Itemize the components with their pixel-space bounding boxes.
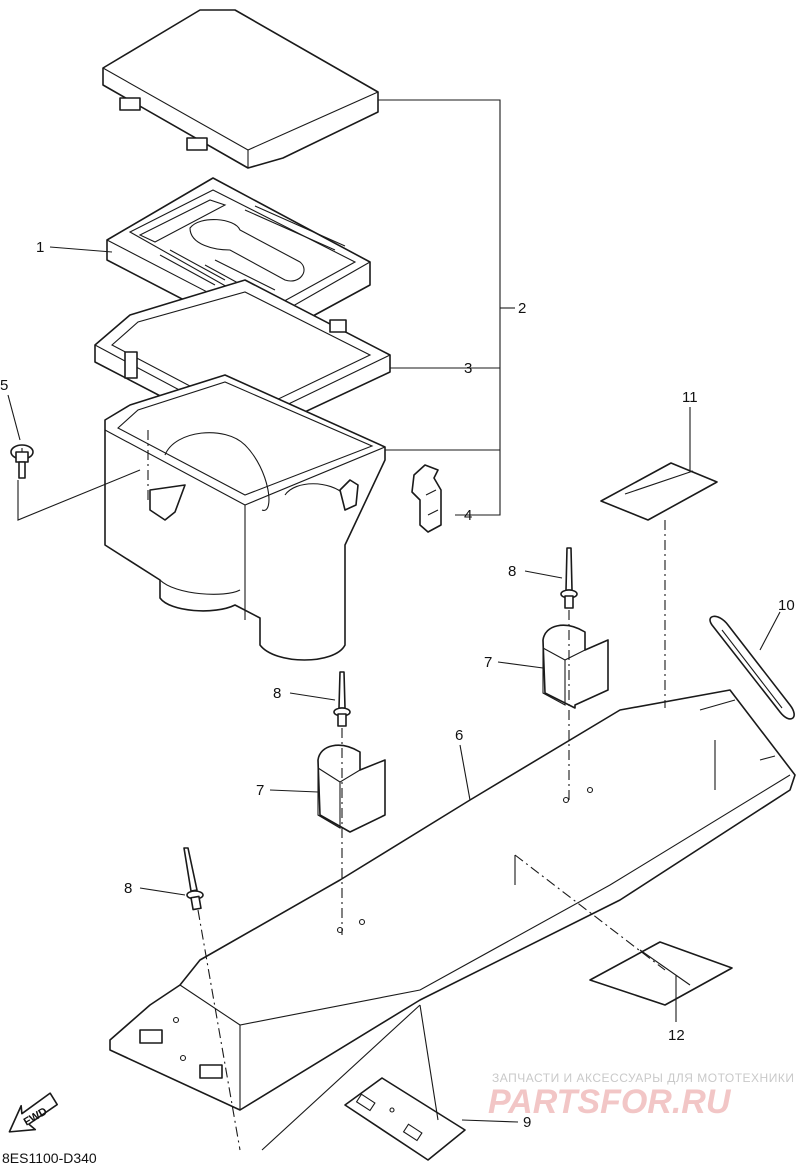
fwd-arrow-icon: FWD [8, 1092, 58, 1133]
screw [10, 444, 34, 479]
callout-8-rear: 8 [508, 563, 516, 580]
tool-case [104, 374, 386, 661]
centerlines [147, 430, 666, 1151]
bracket-rear [542, 624, 609, 709]
callout-2: 2 [518, 300, 526, 317]
tray-plate [109, 689, 796, 1111]
callout-1: 1 [36, 239, 44, 256]
leader-lines [7, 99, 781, 1151]
small-plate [344, 1077, 466, 1161]
callout-7-front: 7 [256, 782, 264, 799]
rivet-front [333, 671, 351, 727]
callout-9: 9 [523, 1114, 531, 1131]
callout-5: 5 [0, 377, 8, 394]
label-sticker-11 [600, 462, 718, 521]
watermark-tagline: ЗАПЧАСТИ И АКСЕССУАРЫ ДЛЯ МОТОТЕХНИКИ [492, 1071, 794, 1085]
callout-11: 11 [682, 389, 698, 406]
callout-4: 4 [464, 507, 472, 524]
case-lid [102, 9, 379, 169]
label-sticker-12 [589, 941, 733, 1006]
drawing-code: 8ES1100-D340 [2, 1150, 97, 1166]
rivet-rear [560, 547, 578, 609]
callout-8-left: 8 [124, 880, 132, 897]
callout-10: 10 [778, 597, 795, 614]
rubber-band [709, 615, 795, 720]
callouts: 1 2 3 4 5 6 7 7 8 8 8 9 10 11 12 [0, 239, 795, 1131]
callout-7-rear: 7 [484, 654, 492, 671]
callout-8-front: 8 [273, 685, 281, 702]
callout-6: 6 [455, 727, 463, 744]
callout-12: 12 [668, 1027, 685, 1044]
clip [411, 464, 442, 533]
bracket-front [317, 744, 386, 833]
rivet-left [183, 847, 204, 911]
fwd-label: FWD [22, 1105, 50, 1128]
tool-tray [106, 177, 371, 343]
watermark-logo: PARTSFOR.RU [488, 1083, 732, 1121]
watermark: ЗАПЧАСТИ И АКСЕССУАРЫ ДЛЯ МОТОТЕХНИКИ PA… [488, 1071, 794, 1121]
callout-3: 3 [464, 360, 472, 377]
